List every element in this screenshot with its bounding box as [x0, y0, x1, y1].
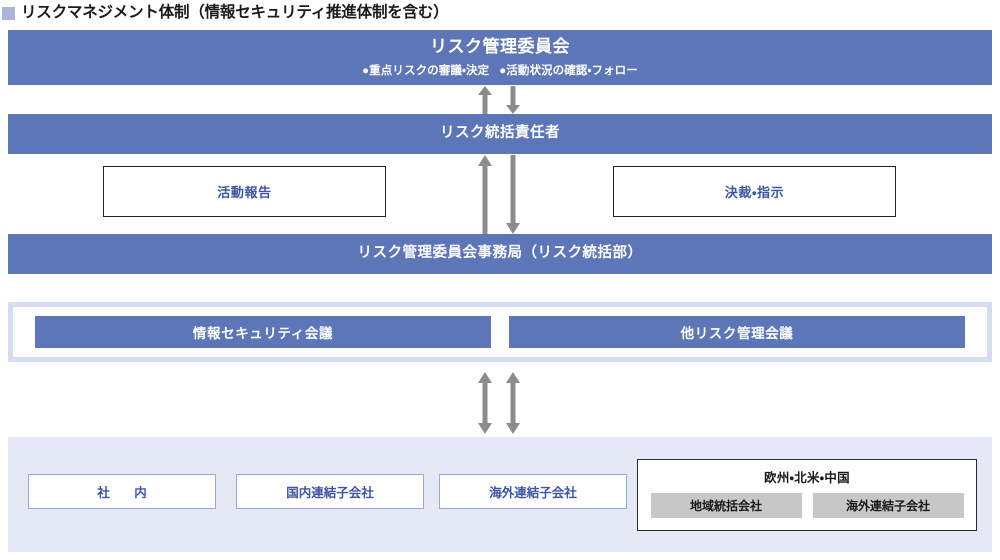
scope-panel: 社 内 国内連結子会社 海外連結子会社 欧州・北米・中国 地域統括会社 海外連結… — [8, 437, 992, 552]
committee-title: リスク管理委員会 — [430, 37, 570, 57]
band-committee-secretariat: リスク管理委員会事務局（リスク統括部） — [8, 234, 992, 274]
region-group: 欧州・北米・中国 地域統括会社 海外連結子会社 — [637, 459, 977, 531]
secretariat-title: リスク管理委員会事務局（リスク統括部） — [357, 245, 643, 262]
scope-label-domestic-subsidiaries: 国内連結子会社 — [286, 486, 374, 500]
arrow-up-icon-officer-secretariat — [478, 155, 492, 234]
scope-box-internal: 社 内 — [28, 474, 216, 509]
officer-title: リスク統括責任者 — [440, 125, 560, 142]
meeting-box-other-risk: 他リスク管理会議 — [509, 316, 965, 348]
scope-label-overseas-subsidiaries: 海外連結子会社 — [489, 486, 577, 500]
band-risk-management-committee: リスク管理委員会 ●重点リスクの審議・決定 ●活動状況の確認・フォロー — [8, 30, 992, 85]
arrow-up-icon-committee-officer — [478, 86, 492, 114]
arrow-up-down-icon-right — [506, 372, 520, 434]
meeting-container: 情報セキュリティ会議 他リスク管理会議 — [8, 302, 992, 362]
page-heading: リスクマネジメント体制（情報セキュリティ推進体制を含む） — [0, 0, 1000, 26]
scope-label-internal: 社 内 — [97, 486, 153, 500]
page-title: リスクマネジメント体制（情報セキュリティ推進体制を含む） — [21, 4, 449, 22]
square-marker-icon — [2, 6, 15, 20]
arrow-down-icon-committee-officer — [506, 86, 520, 114]
arrow-up-down-icon-left — [478, 372, 492, 434]
note-label-activity-report: 活動報告 — [217, 185, 272, 200]
region-label-regional-headquarters: 地域統括会社 — [689, 499, 762, 513]
meeting-label-other-risk: 他リスク管理会議 — [680, 326, 794, 341]
arrow-down-icon-officer-secretariat — [506, 155, 520, 234]
committee-bullet-2: ●活動状況の確認・フォロー — [499, 64, 638, 77]
region-box-overseas-subsidiaries: 海外連結子会社 — [812, 493, 964, 518]
band-risk-officer: リスク統括責任者 — [8, 114, 992, 154]
meeting-box-information-security: 情報セキュリティ会議 — [35, 316, 491, 348]
committee-bullet-1: ●重点リスクの審議・決定 — [362, 64, 490, 77]
region-box-regional-headquarters: 地域統括会社 — [650, 493, 802, 518]
region-group-row: 地域統括会社 海外連結子会社 — [650, 493, 964, 518]
region-label-overseas-subsidiaries: 海外連結子会社 — [845, 499, 930, 513]
note-box-approval-instruction: 決裁・指示 — [613, 166, 896, 217]
region-group-title: 欧州・北米・中国 — [764, 471, 850, 485]
meeting-label-information-security: 情報セキュリティ会議 — [192, 326, 334, 341]
scope-box-overseas-subsidiaries: 海外連結子会社 — [439, 474, 627, 509]
committee-bullets: ●重点リスクの審議・決定 ●活動状況の確認・フォロー — [362, 62, 638, 78]
note-label-approval-instruction: 決裁・指示 — [724, 185, 785, 200]
note-box-activity-report: 活動報告 — [103, 166, 386, 217]
scope-box-domestic-subsidiaries: 国内連結子会社 — [236, 474, 424, 509]
